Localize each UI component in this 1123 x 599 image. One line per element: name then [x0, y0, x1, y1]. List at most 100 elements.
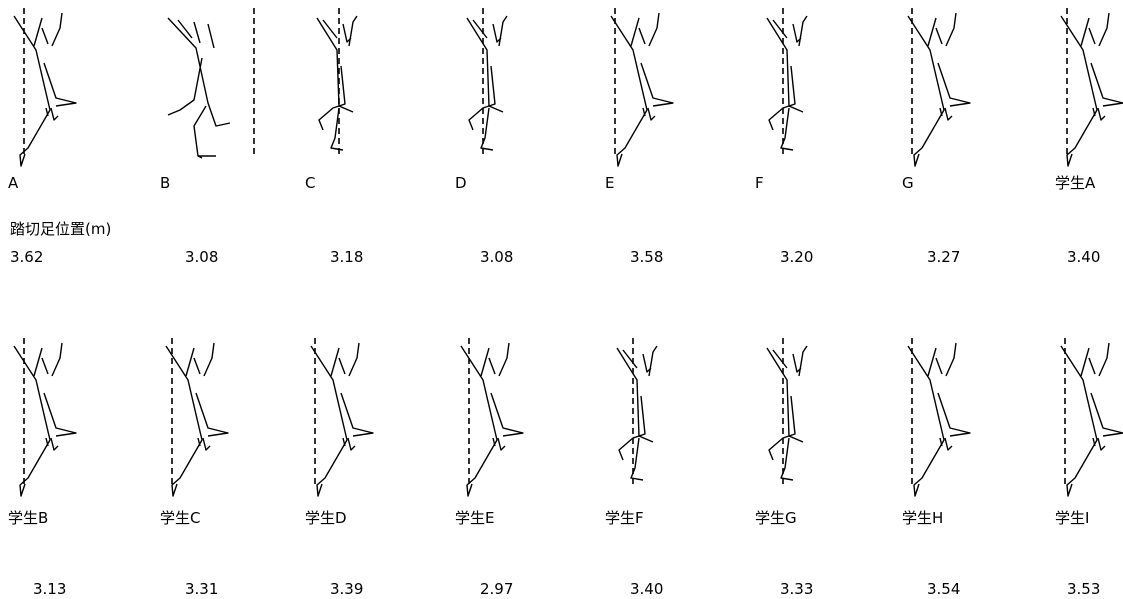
- stick-figure-segment: [772, 19, 788, 39]
- takeoff-position-value: 3.39: [330, 580, 364, 598]
- stick-figure-segment: [468, 65, 496, 131]
- takeoff-position-value: 3.08: [480, 248, 514, 266]
- takeoff-position-heading: 踏切足位置(m): [10, 220, 112, 238]
- subject-label: B: [160, 174, 171, 192]
- subject-label: 学生F: [605, 509, 644, 527]
- takeoff-position-value: 3.27: [927, 248, 961, 266]
- subject-label: A: [8, 174, 19, 192]
- stick-figure-segment: [348, 342, 360, 377]
- stick-figure: [1053, 338, 1123, 498]
- stick-figure: [603, 338, 703, 498]
- stick-figure-drawing: [13, 8, 77, 167]
- stick-figure: [453, 8, 553, 168]
- stick-figure-segment: [939, 437, 943, 447]
- stick-figure-segment: [944, 107, 953, 121]
- stick-figure-segment: [347, 437, 356, 451]
- stick-figure-segment: [45, 437, 49, 447]
- stick-figure: [158, 338, 258, 498]
- subject-label: 学生I: [1055, 509, 1090, 527]
- stick-figure-segment: [945, 12, 957, 47]
- stick-figure-segment: [195, 392, 229, 437]
- stick-figure: [303, 8, 403, 168]
- stick-figure-segment: [798, 15, 808, 47]
- stick-figure-segment: [1080, 347, 1090, 377]
- takeoff-position-value: 3.40: [630, 580, 664, 598]
- stick-figure-drawing: [766, 338, 808, 486]
- stick-figure: [753, 338, 853, 498]
- stick-figure-segment: [460, 345, 498, 497]
- stick-figure-segment: [488, 357, 496, 375]
- stick-figure-segment: [1060, 15, 1098, 167]
- stick-figure-drawing: [907, 8, 971, 167]
- stick-figure-segment: [638, 27, 646, 45]
- stick-figure-drawing: [316, 8, 358, 156]
- takeoff-position-value: 3.54: [927, 580, 961, 598]
- stick-figure-segment: [1097, 437, 1106, 451]
- stick-figure: [1053, 8, 1123, 168]
- stick-figure: [900, 8, 1000, 168]
- stick-figure-drawing: [1060, 338, 1123, 497]
- stick-figure-segment: [185, 347, 195, 377]
- stick-figure-segment: [316, 17, 354, 113]
- stick-figure-segment: [43, 62, 77, 107]
- stick-figure: [753, 8, 853, 168]
- stick-figure-segment: [490, 392, 524, 437]
- takeoff-position-value: 3.62: [10, 248, 44, 266]
- takeoff-position-value: 3.20: [780, 248, 814, 266]
- stick-figure: [303, 338, 403, 498]
- stick-figure-segment: [647, 107, 656, 121]
- stick-figure-segment: [798, 345, 808, 377]
- stick-figure-segment: [1097, 107, 1106, 121]
- stick-figure-segment: [630, 17, 640, 47]
- stick-figure-segment: [167, 17, 231, 127]
- stick-figure-segment: [340, 392, 374, 437]
- stick-figure-segment: [322, 19, 338, 39]
- stick-figure-segment: [193, 105, 207, 159]
- stick-figure: [158, 8, 258, 168]
- subject-label: F: [755, 174, 764, 192]
- stick-figure-segment: [945, 342, 957, 377]
- stick-figure-segment: [177, 19, 193, 39]
- takeoff-position-value: 3.53: [1067, 580, 1101, 598]
- stick-figure-segment: [348, 15, 358, 47]
- stick-figure-segment: [618, 395, 646, 461]
- stick-figure-drawing: [907, 338, 971, 497]
- takeoff-position-value: 3.13: [33, 580, 67, 598]
- subject-label: D: [455, 174, 467, 192]
- stick-figure-segment: [33, 17, 43, 47]
- stick-figure-segment: [50, 107, 59, 121]
- stick-figure-segment: [1090, 392, 1123, 437]
- stick-figure-segment: [780, 107, 794, 151]
- stick-figure-segment: [610, 15, 648, 167]
- stick-figure-segment: [1098, 12, 1110, 47]
- stick-figure-segment: [1090, 62, 1123, 107]
- subject-label: E: [605, 174, 615, 192]
- stick-figure-segment: [330, 347, 340, 377]
- stick-figure-segment: [622, 349, 638, 369]
- stick-figure-segment: [50, 437, 59, 451]
- stick-figure-segment: [310, 345, 348, 497]
- stick-figure-segment: [167, 57, 203, 116]
- takeoff-position-value: 3.18: [330, 248, 364, 266]
- stick-figure-segment: [648, 12, 660, 47]
- subject-label: 学生D: [305, 509, 347, 527]
- stick-figure-segment: [766, 17, 804, 113]
- stick-figure-segment: [630, 437, 644, 481]
- stick-figure-segment: [338, 357, 346, 375]
- stick-figure-segment: [466, 17, 504, 113]
- stick-figure-segment: [1092, 437, 1096, 447]
- stick-figure: [453, 338, 553, 498]
- stick-figure-segment: [480, 107, 494, 151]
- stick-figure-segment: [193, 357, 201, 375]
- stick-figure-segment: [937, 392, 971, 437]
- takeoff-position-value: 2.97: [480, 580, 514, 598]
- takeoff-position-value: 3.33: [780, 580, 814, 598]
- stick-figure-segment: [203, 342, 215, 377]
- stick-figure-segment: [907, 345, 945, 497]
- stick-figure-segment: [43, 392, 77, 437]
- stick-figure-segment: [648, 345, 658, 377]
- stick-figure-segment: [907, 15, 945, 167]
- stick-figure-segment: [497, 437, 506, 451]
- stick-figure-segment: [1088, 27, 1096, 45]
- stick-figure-drawing: [610, 8, 674, 167]
